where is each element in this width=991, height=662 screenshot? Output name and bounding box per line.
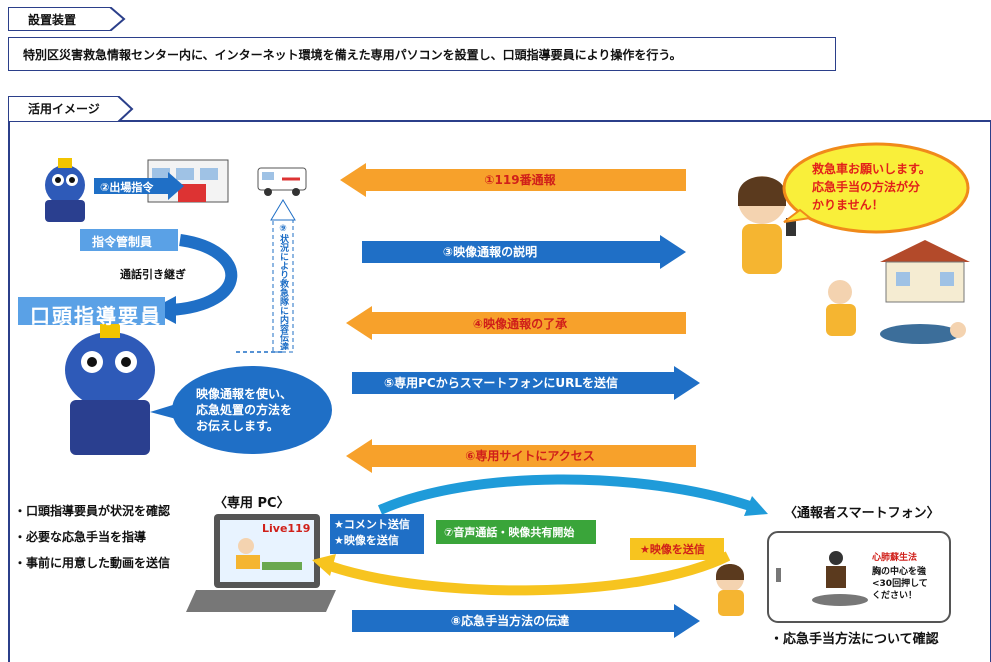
pc-title: 〈専用 PC〉 — [214, 496, 290, 511]
caller-small-icon — [716, 564, 744, 616]
caller-speech: 救急車お願いします。 応急手当の方法が分 かりません！ — [812, 162, 931, 212]
mascot-dispatcher-icon — [45, 158, 85, 222]
step-arrow-6 — [352, 604, 700, 638]
vertical-note: ⑨状況により救急隊に内容伝達 — [278, 224, 288, 350]
instructor-speech: 映像通報を使い、 応急処置の方法を お伝えします。 — [196, 387, 293, 433]
device-section-tab: 設置装置 — [8, 7, 126, 31]
usage-tab-label: 活用イメージ — [28, 102, 100, 116]
step-arrow-2 — [362, 235, 686, 269]
pc-bullet-1: ・口頭指導要員が状況を確認 — [14, 504, 171, 518]
patient-icon — [826, 280, 966, 344]
step-5-label: ⑤専用PCからスマートフォンにURLを送信 — [383, 376, 619, 390]
dispatcher-label: 指令管制員 — [92, 235, 153, 249]
handover-label: 通話引き継ぎ — [120, 268, 186, 281]
step-1-label: ①119番通報 — [484, 173, 556, 187]
instructor-label: 口頭指導要員 — [30, 304, 162, 328]
step-arrow-5 — [346, 439, 696, 473]
pc-screen-label: Live119 — [262, 522, 311, 535]
pc-bullet-3: ・事前に用意した動画を送信 — [14, 556, 171, 570]
phone-body: 胸の中心を強 <30回押して ください！ — [872, 567, 928, 601]
device-description-box: 特別区災害救急情報センター内に、インターネット環境を備えた専用パソコンを設置し、… — [8, 37, 836, 71]
dispatch-command-label: ②出場指令 — [100, 181, 154, 194]
house-icon — [880, 240, 970, 303]
step-6-label: ⑥専用サイトにアクセス — [465, 449, 595, 463]
phone-title: 〈通報者スマートフォン〉 — [784, 506, 940, 521]
device-description: 特別区災害救急情報センター内に、インターネット環境を備えた専用パソコンを設置し、… — [23, 48, 682, 62]
ambulance-icon — [257, 167, 307, 196]
mascot-instructor-icon — [65, 324, 155, 455]
call-start-label: ⑦音声通話・映像共有開始 — [444, 526, 575, 539]
caller-woman-icon — [738, 176, 796, 274]
send-box-label: ★コメント送信 ★映像を送信 — [334, 518, 410, 547]
caller-send-label: ★映像を送信 — [640, 543, 705, 556]
step-4-label: ④映像通報の了承 — [472, 317, 568, 331]
device-tab-label: 設置装置 — [28, 13, 77, 27]
step-3-label: ③映像通報の説明 — [442, 245, 538, 259]
step-8-label: ⑧応急手当方法の伝達 — [450, 614, 570, 628]
step-arrow-4 — [352, 366, 700, 400]
laptop-icon — [186, 514, 336, 612]
usage-section-tab: 活用イメージ — [8, 96, 136, 122]
phone-caption: ・応急手当方法について確認 — [770, 632, 939, 647]
cpr-figure-icon — [812, 551, 868, 606]
pc-bullet-2: ・必要な応急手当を指導 — [14, 530, 147, 544]
phone-heading: 心肺蘇生法 — [872, 553, 918, 563]
step-arrow-1 — [340, 163, 686, 197]
step-arrow-3 — [346, 306, 686, 340]
